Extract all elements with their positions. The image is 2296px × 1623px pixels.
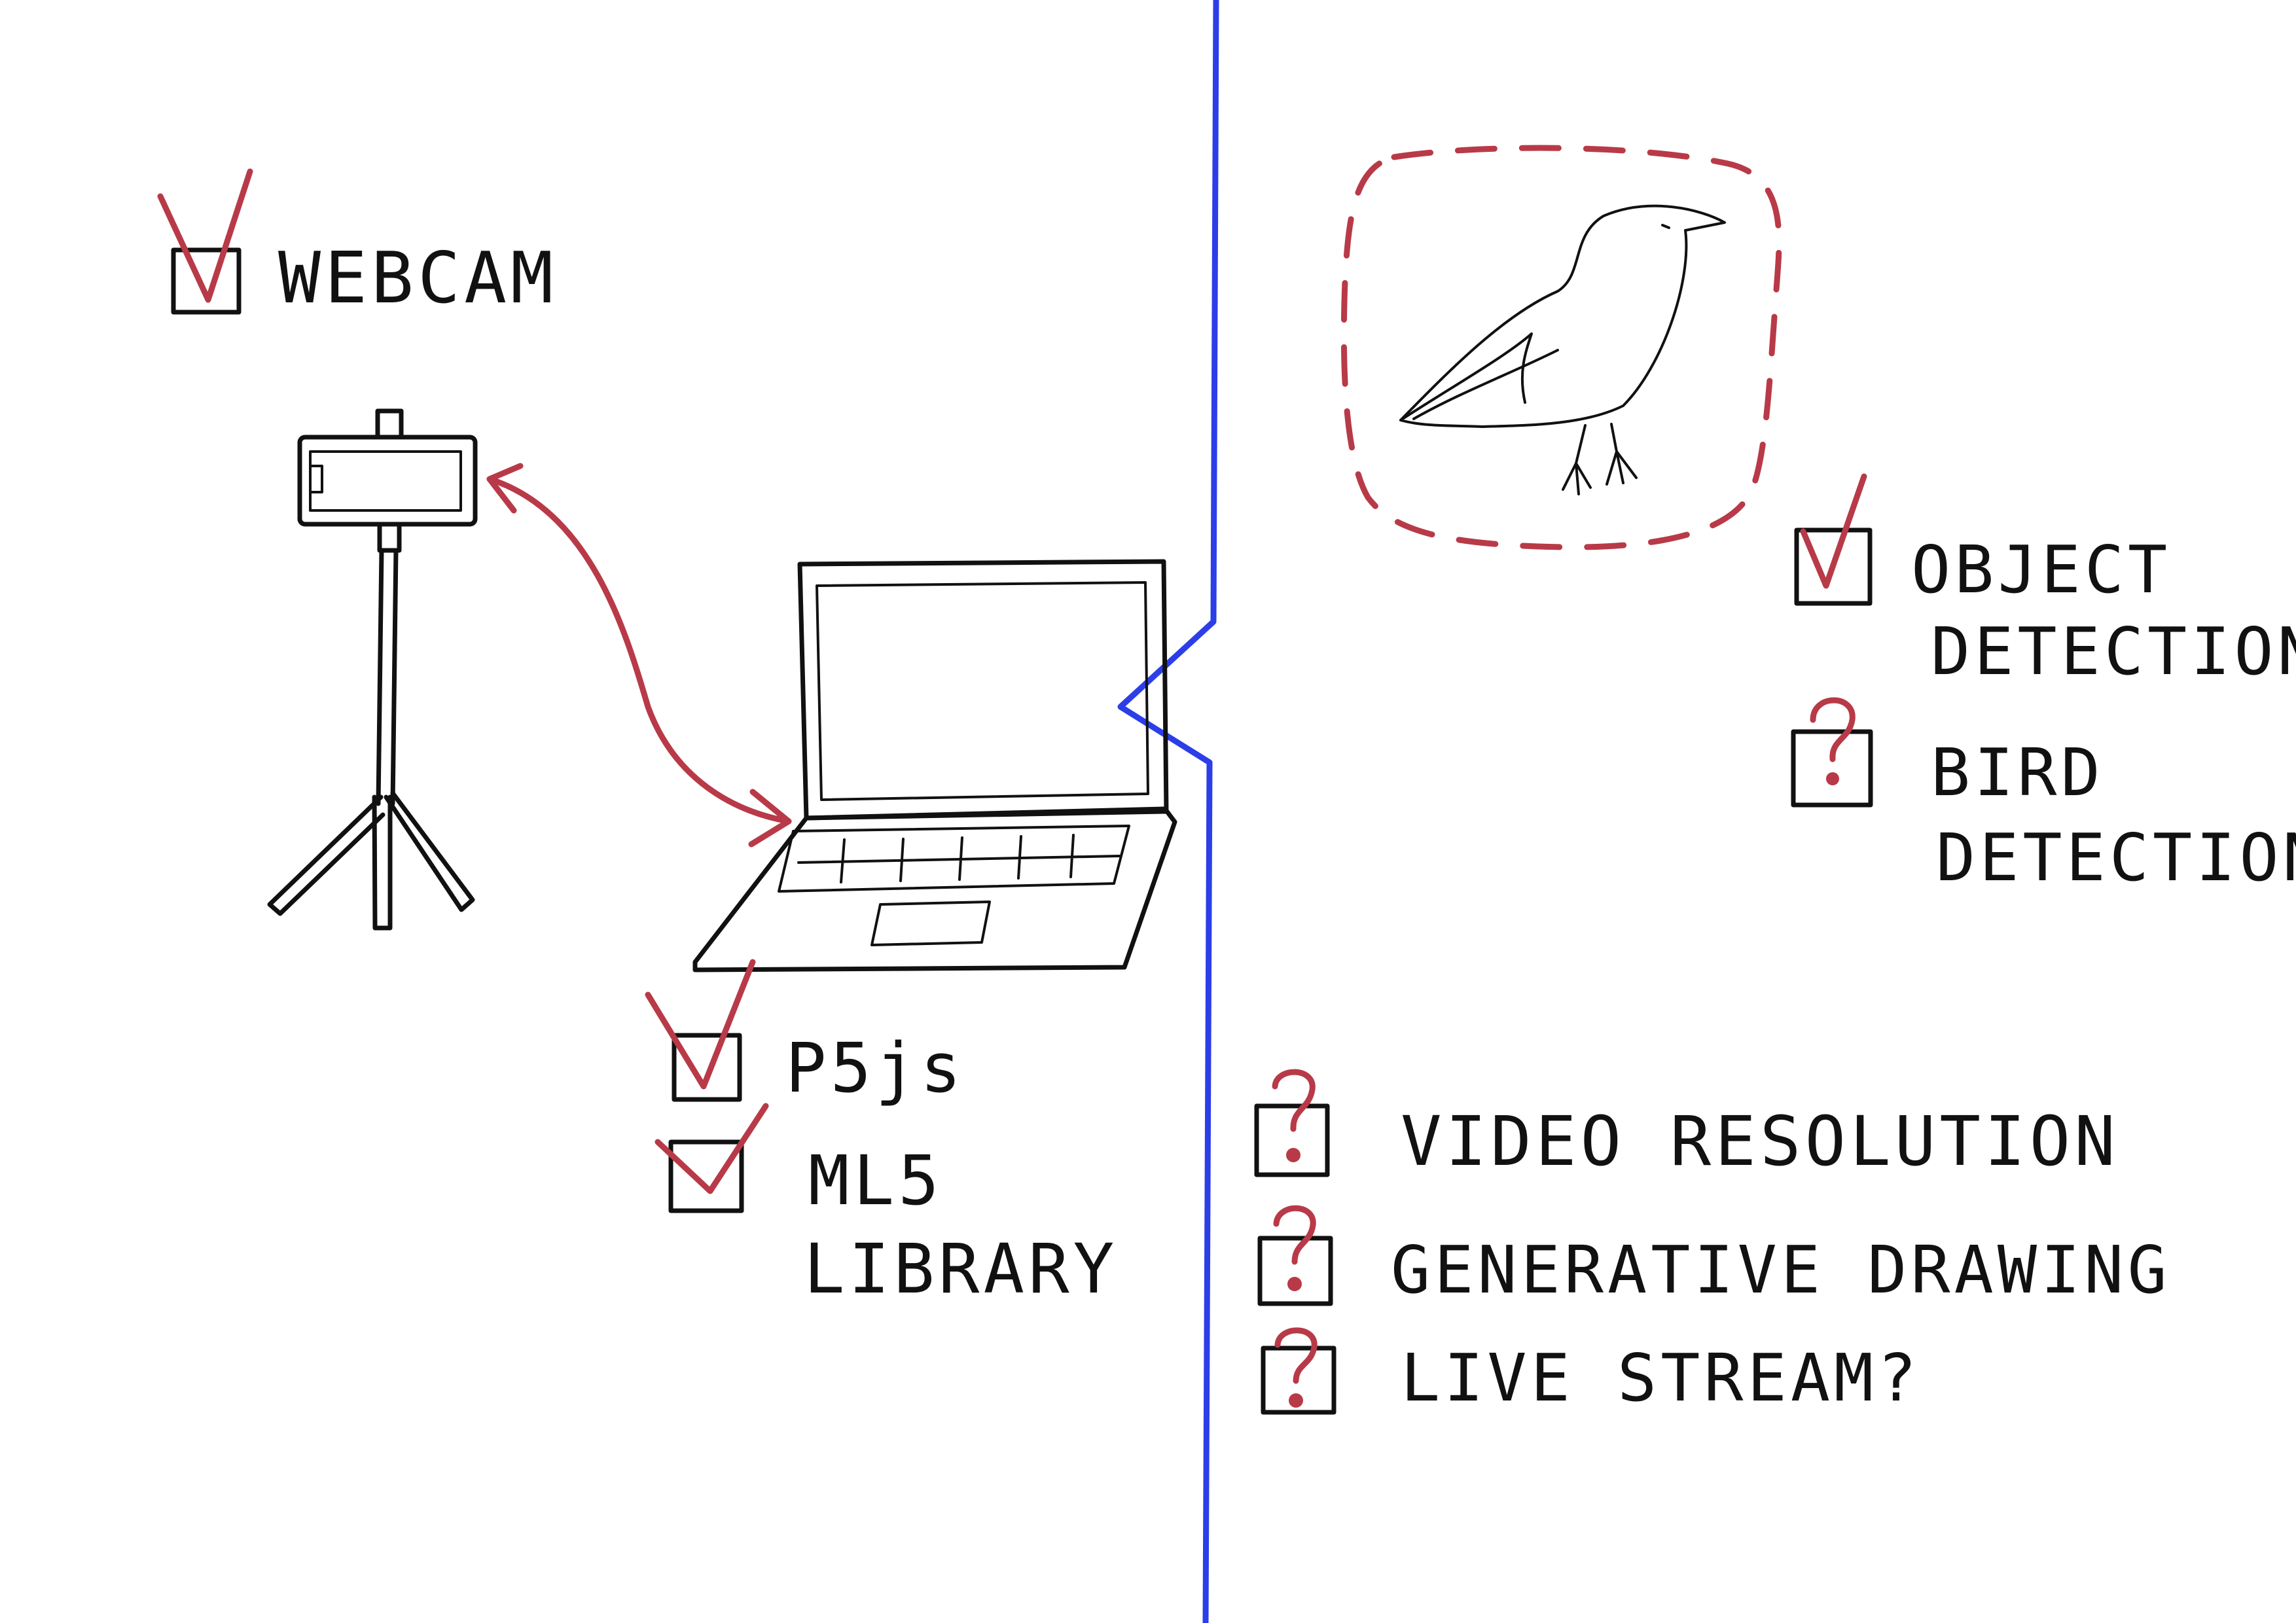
live-stream-label: LIVE STREAM? <box>1401 1340 1920 1416</box>
object-detection-checkbox[interactable] <box>1794 527 1873 606</box>
detection-frame <box>1340 145 1782 550</box>
ml5-label-line1: ML5 <box>808 1141 943 1221</box>
question-mark-icon <box>1810 697 1856 785</box>
checkmark-icon <box>645 959 756 1090</box>
bird-detection-item[interactable]: BIRD DETECTION <box>1791 697 2296 896</box>
bird-detection-checkbox[interactable] <box>1791 729 1873 808</box>
question-mark-icon <box>1273 1205 1316 1291</box>
ml5-item[interactable]: ML5 LIBRARY <box>655 1103 1118 1309</box>
checkmark-icon <box>655 1103 769 1194</box>
p5js-checkbox[interactable] <box>672 1033 742 1102</box>
live-stream-checkbox[interactable] <box>1261 1346 1336 1415</box>
object-detection-label-line1: OBJECT <box>1911 531 2171 608</box>
phone-webcam-icon <box>297 408 478 527</box>
webcam-label: WEBCAM <box>278 238 557 319</box>
bird-icon <box>1399 204 1726 495</box>
video-resolution-checkbox[interactable] <box>1254 1103 1330 1177</box>
question-item-live-stream[interactable]: LIVE STREAM? <box>1261 1327 1920 1416</box>
double-arrow-icon <box>486 463 792 847</box>
p5js-item[interactable]: P5js <box>645 959 965 1108</box>
checkmark-icon <box>157 168 253 303</box>
ml5-checkbox[interactable] <box>668 1139 744 1213</box>
question-item-video-resolution[interactable]: VIDEO RESOLUTION <box>1254 1069 2119 1181</box>
bird-detection-label-line1: BIRD <box>1931 734 2104 811</box>
webcam-item[interactable]: WEBCAM <box>157 168 557 319</box>
divider-line <box>1117 0 1219 1623</box>
generative-drawing-label: GENERATIVE DRAWING <box>1391 1232 2171 1308</box>
checkmark-icon <box>1800 473 1867 589</box>
question-mark-icon <box>1272 1069 1316 1162</box>
question-mark-icon <box>1274 1327 1318 1408</box>
object-detection-label-line2: DETECTION <box>1931 613 2296 690</box>
tripod-icon <box>267 522 475 931</box>
object-detection-item[interactable]: OBJECT DETECTION <box>1794 473 2296 690</box>
laptop-icon <box>692 559 1177 972</box>
video-resolution-label: VIDEO RESOLUTION <box>1401 1101 2119 1181</box>
p5js-label: P5js <box>785 1028 965 1108</box>
ml5-label-line2: LIBRARY <box>804 1229 1118 1309</box>
generative-drawing-checkbox[interactable] <box>1257 1236 1333 1306</box>
question-item-generative-drawing[interactable]: GENERATIVE DRAWING <box>1257 1205 2171 1308</box>
bird-detection-label-line2: DETECTION <box>1936 819 2296 896</box>
webcam-checkbox[interactable] <box>171 247 242 315</box>
